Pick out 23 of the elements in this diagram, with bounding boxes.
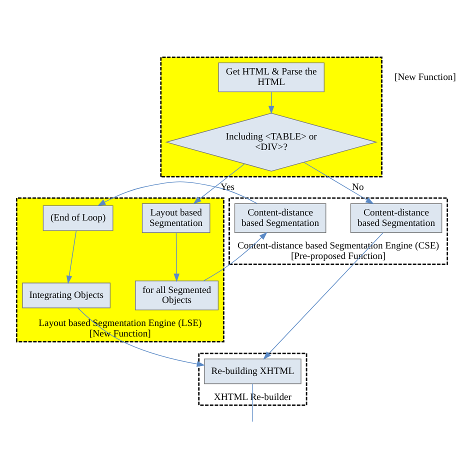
node-box: Content-distance based Segmentation: [350, 203, 442, 233]
arrow: [77, 308, 206, 367]
cluster: [160, 56, 382, 178]
arrow: [203, 232, 268, 282]
arrow: [193, 164, 245, 204]
edge-label: Yes: [220, 182, 235, 193]
label: [New Function]: [394, 72, 456, 83]
node-box: Content-distance based Segmentation: [234, 203, 326, 233]
arrow: [268, 92, 274, 114]
node-box: Layout based Segmentation: [142, 203, 210, 233]
node-box: (End of Loop): [42, 205, 114, 231]
arrow: [66, 230, 77, 284]
arrow: [304, 162, 374, 204]
connector: [252, 383, 254, 422]
node-diamond: Including <TABLE> or <DIV>?: [165, 112, 378, 172]
node-box: Integrating Objects: [22, 282, 110, 308]
node-box: Re-building XHTML: [204, 358, 302, 384]
arrow: [174, 232, 180, 282]
arrow: [97, 181, 258, 206]
node-box: Get HTML & Parse the HTML: [218, 62, 324, 92]
arrow: [263, 232, 384, 360]
node-box: for all Segmented Objects: [135, 280, 219, 310]
edge-label: No: [352, 182, 364, 193]
